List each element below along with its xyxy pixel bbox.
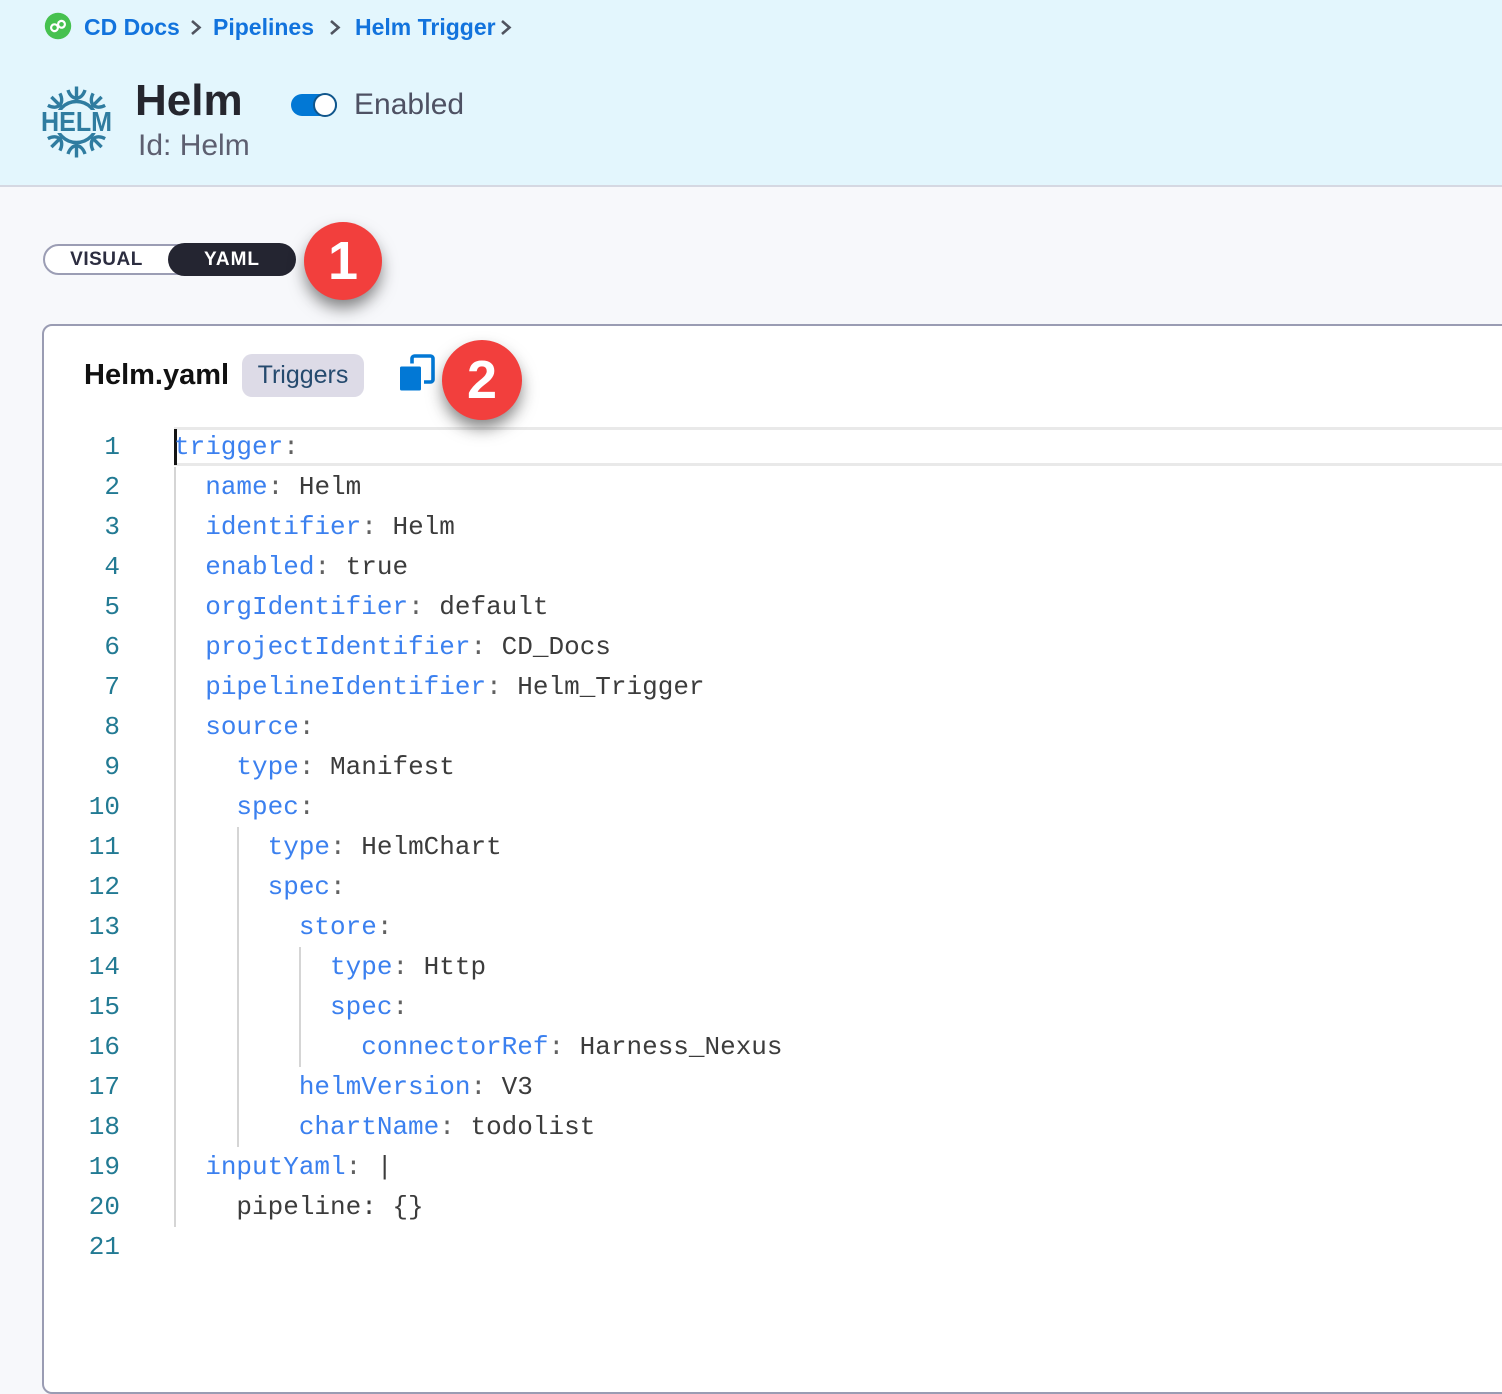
svg-text:HELM: HELM (41, 106, 112, 137)
